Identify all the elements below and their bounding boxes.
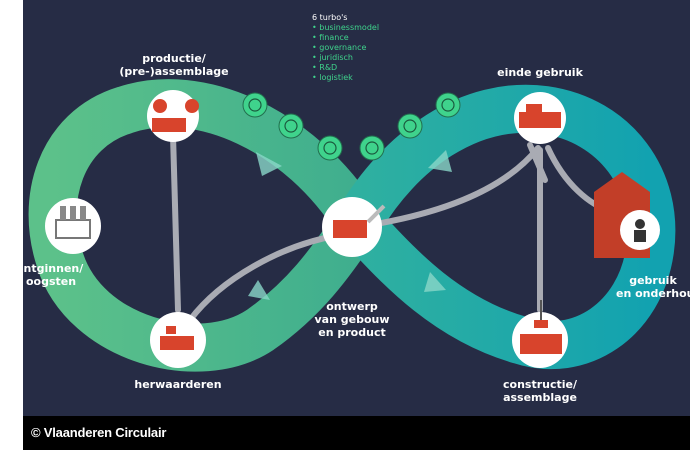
infinity-loop	[28, 79, 676, 372]
label-ontginnen: ontginnen/ oogsten	[16, 262, 84, 288]
node-productie	[147, 90, 199, 142]
turbo-gear-icon	[397, 113, 423, 139]
node-constructie	[512, 300, 568, 368]
turbo-item: • finance	[312, 33, 349, 42]
node-ontwerp	[322, 197, 386, 257]
credit-bar: © Vlaanderen Circulair	[23, 416, 690, 450]
label-gebruik: gebruik en onderhoud	[616, 274, 690, 300]
turbo-gears	[242, 92, 461, 161]
turbo-gear-icon	[278, 113, 304, 139]
turbo-item: • businessmodel	[312, 23, 380, 32]
brick-pencil-icon	[333, 220, 367, 238]
turbo-item: • R&D	[312, 63, 338, 72]
node-einde	[514, 92, 566, 144]
copyright-credit: © Vlaanderen Circulair	[31, 425, 167, 440]
loop-left-lobe	[28, 79, 379, 372]
arrow-icon	[248, 280, 270, 300]
label-constructie: constructie/ assemblage	[503, 378, 577, 404]
connector-productie-herwaarderen	[170, 132, 181, 313]
turbo-gear-icon	[435, 92, 461, 118]
turbos-list: 6 turbo's • businessmodel • finance • go…	[312, 13, 432, 83]
turbo-item: • logistiek	[312, 73, 353, 82]
label-ontwerp: ontwerp van gebouw en product	[314, 300, 390, 339]
brick-assembly-icon	[152, 118, 186, 132]
turbo-item: • juridisch	[312, 53, 354, 62]
connector-ontwerp-herwaarderen	[187, 232, 343, 323]
connector-ontwerp-einde	[367, 145, 541, 228]
label-productie: productie/ (pre-)assemblage	[119, 52, 229, 78]
label-herwaarderen: herwaarderen	[134, 378, 222, 391]
turbos-title: 6 turbo's	[312, 13, 348, 22]
node-herwaarderen	[150, 312, 206, 368]
brick-pile-icon	[519, 112, 561, 128]
crane-bricks-icon	[520, 334, 562, 354]
turbo-gear-icon	[242, 92, 268, 118]
turbo-gear-icon	[359, 135, 385, 161]
connector-einde-herwaarderen-link	[527, 142, 548, 183]
arrow-icon	[256, 152, 282, 176]
loop-right-lobe	[337, 84, 676, 370]
node-ontginnen	[45, 198, 101, 254]
turbo-gear-icon	[317, 135, 343, 161]
label-einde: einde gebruik	[497, 66, 583, 79]
broken-brick-icon	[160, 336, 194, 350]
turbo-item: • governance	[312, 43, 367, 52]
arrow-icon	[428, 150, 452, 172]
flow-arrows	[248, 150, 452, 300]
node-gebruik	[594, 172, 660, 258]
arrow-icon	[424, 272, 446, 292]
